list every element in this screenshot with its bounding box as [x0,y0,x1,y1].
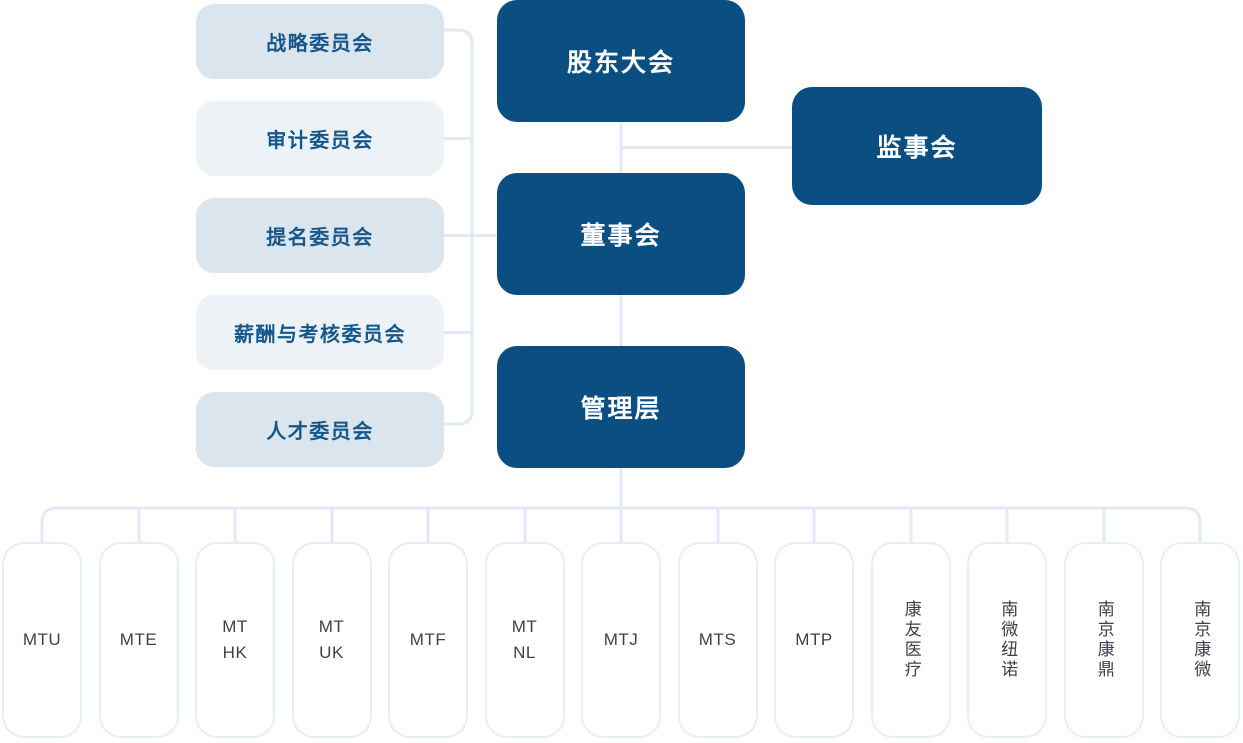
committee-label: 战略委员会 [266,33,374,55]
subsidiary-label: 南京康鼎 [1094,600,1114,680]
committee-box: 人才委员会 [196,392,444,467]
management-box: 管理层 [497,346,745,468]
committee-box: 提名委员会 [196,198,444,273]
committee-label: 审计委员会 [266,130,374,152]
subsidiary-box: 南京康微 [1160,542,1240,738]
committee-label: 人才委员会 [266,421,374,443]
subsidiary-label: MTE [119,629,158,649]
board-of-directors-label: 董事会 [580,222,662,250]
subsidiary-box: MTU [2,542,82,738]
subsidiary-box: MT NL [484,542,565,738]
subsidiary-box: MT HK [195,542,275,738]
subsidiary-label: MTU [22,629,62,649]
subsidiary-box: MTF [388,542,468,738]
subsidiary-box: MT UK [291,542,372,738]
subsidiary-label: MTJ [603,629,639,649]
subsidiary-label: 康友医疗 [901,600,921,680]
subsidiary-box: MTS [677,542,758,738]
supervisory-board-label: 监事会 [876,134,958,162]
shareholders-meeting-box: 股东大会 [497,0,745,122]
subsidiary-label: MTF [409,629,447,649]
committee-label: 薪酬与考核委员会 [234,324,406,346]
subsidiary-box: 康友医疗 [870,542,951,738]
subsidiary-box: MTJ [581,542,661,738]
committee-box: 审计委员会 [196,101,444,176]
subsidiary-rail-line [40,506,1202,542]
supervisory-board-box: 监事会 [792,87,1042,205]
subsidiary-box: MTP [774,542,854,738]
subsidiary-box: 南京康鼎 [1063,542,1144,738]
committee-box: 战略委员会 [196,4,444,79]
subsidiary-label: 南京康微 [1191,600,1211,680]
subsidiary-label: MT UK [318,616,345,662]
subsidiary-row: MTU MTE MT HK MT UK MTF MT NL MTJ MTS MTP 康友医疗 南微纽… [2,542,1240,738]
committee-column: 战略委员会审计委员会提名委员会薪酬与考核委员会人才委员会 [196,4,444,467]
shareholders-meeting-label: 股东大会 [566,49,675,77]
committee-bracket-line [444,28,474,426]
subsidiary-label: MTP [795,629,833,649]
subsidiary-box: MTE [98,542,179,738]
subsidiary-label: 南微纽诺 [998,600,1018,680]
subsidiary-box: 南微纽诺 [967,542,1047,738]
subsidiary-label: MT HK [222,616,248,662]
committee-label: 提名委员会 [266,227,374,249]
committee-box: 薪酬与考核委员会 [196,295,444,370]
subsidiary-label: MTS [698,629,737,649]
board-of-directors-box: 董事会 [497,173,745,295]
management-label: 管理层 [580,395,662,423]
subsidiary-label: MT NL [511,616,538,662]
